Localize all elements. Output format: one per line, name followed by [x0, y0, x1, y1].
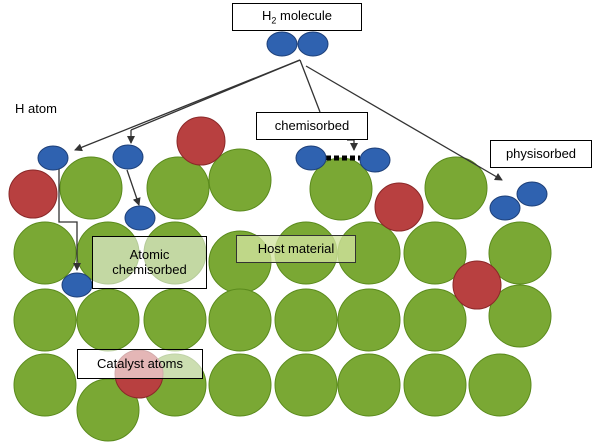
hydrogen-atom	[295, 145, 327, 171]
catalyst-atoms-label: Catalyst atoms	[77, 349, 203, 379]
hydrogen-atom	[37, 145, 69, 171]
pathway-arrow	[126, 169, 141, 206]
pathway-arrow	[299, 59, 321, 113]
hydrogen-atom	[61, 272, 93, 298]
catalyst-atom	[8, 169, 58, 219]
hydrogen-atom	[516, 181, 548, 207]
host-atom	[309, 157, 373, 221]
chemisorbed-label: chemisorbed	[256, 112, 368, 140]
host-atom	[468, 353, 532, 417]
host-atom	[13, 353, 77, 417]
host-atom	[208, 288, 272, 352]
host-atom	[208, 353, 272, 417]
host-atom	[146, 156, 210, 220]
hydrogen-atom	[112, 144, 144, 170]
host-atom	[208, 148, 272, 212]
host-atom	[403, 221, 467, 285]
h-atom-label: H atom	[15, 101, 57, 116]
catalyst-atom	[374, 182, 424, 232]
host-atom	[337, 353, 401, 417]
host-atom	[424, 156, 488, 220]
h2-molecule-label: H2 molecule	[232, 3, 362, 31]
atomic-chemisorbed-line-1: Atomic	[129, 246, 170, 262]
hydrogen-atom	[124, 205, 156, 231]
host-atom	[59, 156, 123, 220]
atomic-chemisorbed-line-2: chemisorbed	[112, 261, 187, 277]
host-material-label: Host material	[236, 235, 356, 263]
host-atom	[143, 288, 207, 352]
pathway-arrow	[58, 168, 81, 271]
hydrogen-atom	[297, 31, 329, 57]
physisorbed-label: physisorbed	[490, 140, 592, 168]
host-atom	[488, 284, 552, 348]
pathway-arrows	[58, 59, 503, 271]
pathway-arrow	[305, 65, 503, 181]
host-atom	[13, 221, 77, 285]
atomic-chemisorbed-label: Atomic chemisorbed	[92, 236, 207, 289]
hydrogen-atom	[489, 195, 521, 221]
host-atom	[274, 353, 338, 417]
host-atom	[274, 288, 338, 352]
host-atom	[13, 288, 77, 352]
host-atom	[337, 288, 401, 352]
hydrogen-atom-layer	[37, 31, 548, 298]
host-atom	[403, 353, 467, 417]
host-atom	[76, 378, 140, 442]
catalyst-atom	[452, 260, 502, 310]
hydrogen-atom	[266, 31, 298, 57]
host-atom	[403, 288, 467, 352]
hydrogen-atom	[359, 147, 391, 173]
pathway-arrow	[130, 59, 301, 131]
pathway-arrow	[347, 139, 358, 151]
host-atom	[488, 221, 552, 285]
host-atom	[76, 288, 140, 352]
catalyst-atom	[176, 116, 226, 166]
